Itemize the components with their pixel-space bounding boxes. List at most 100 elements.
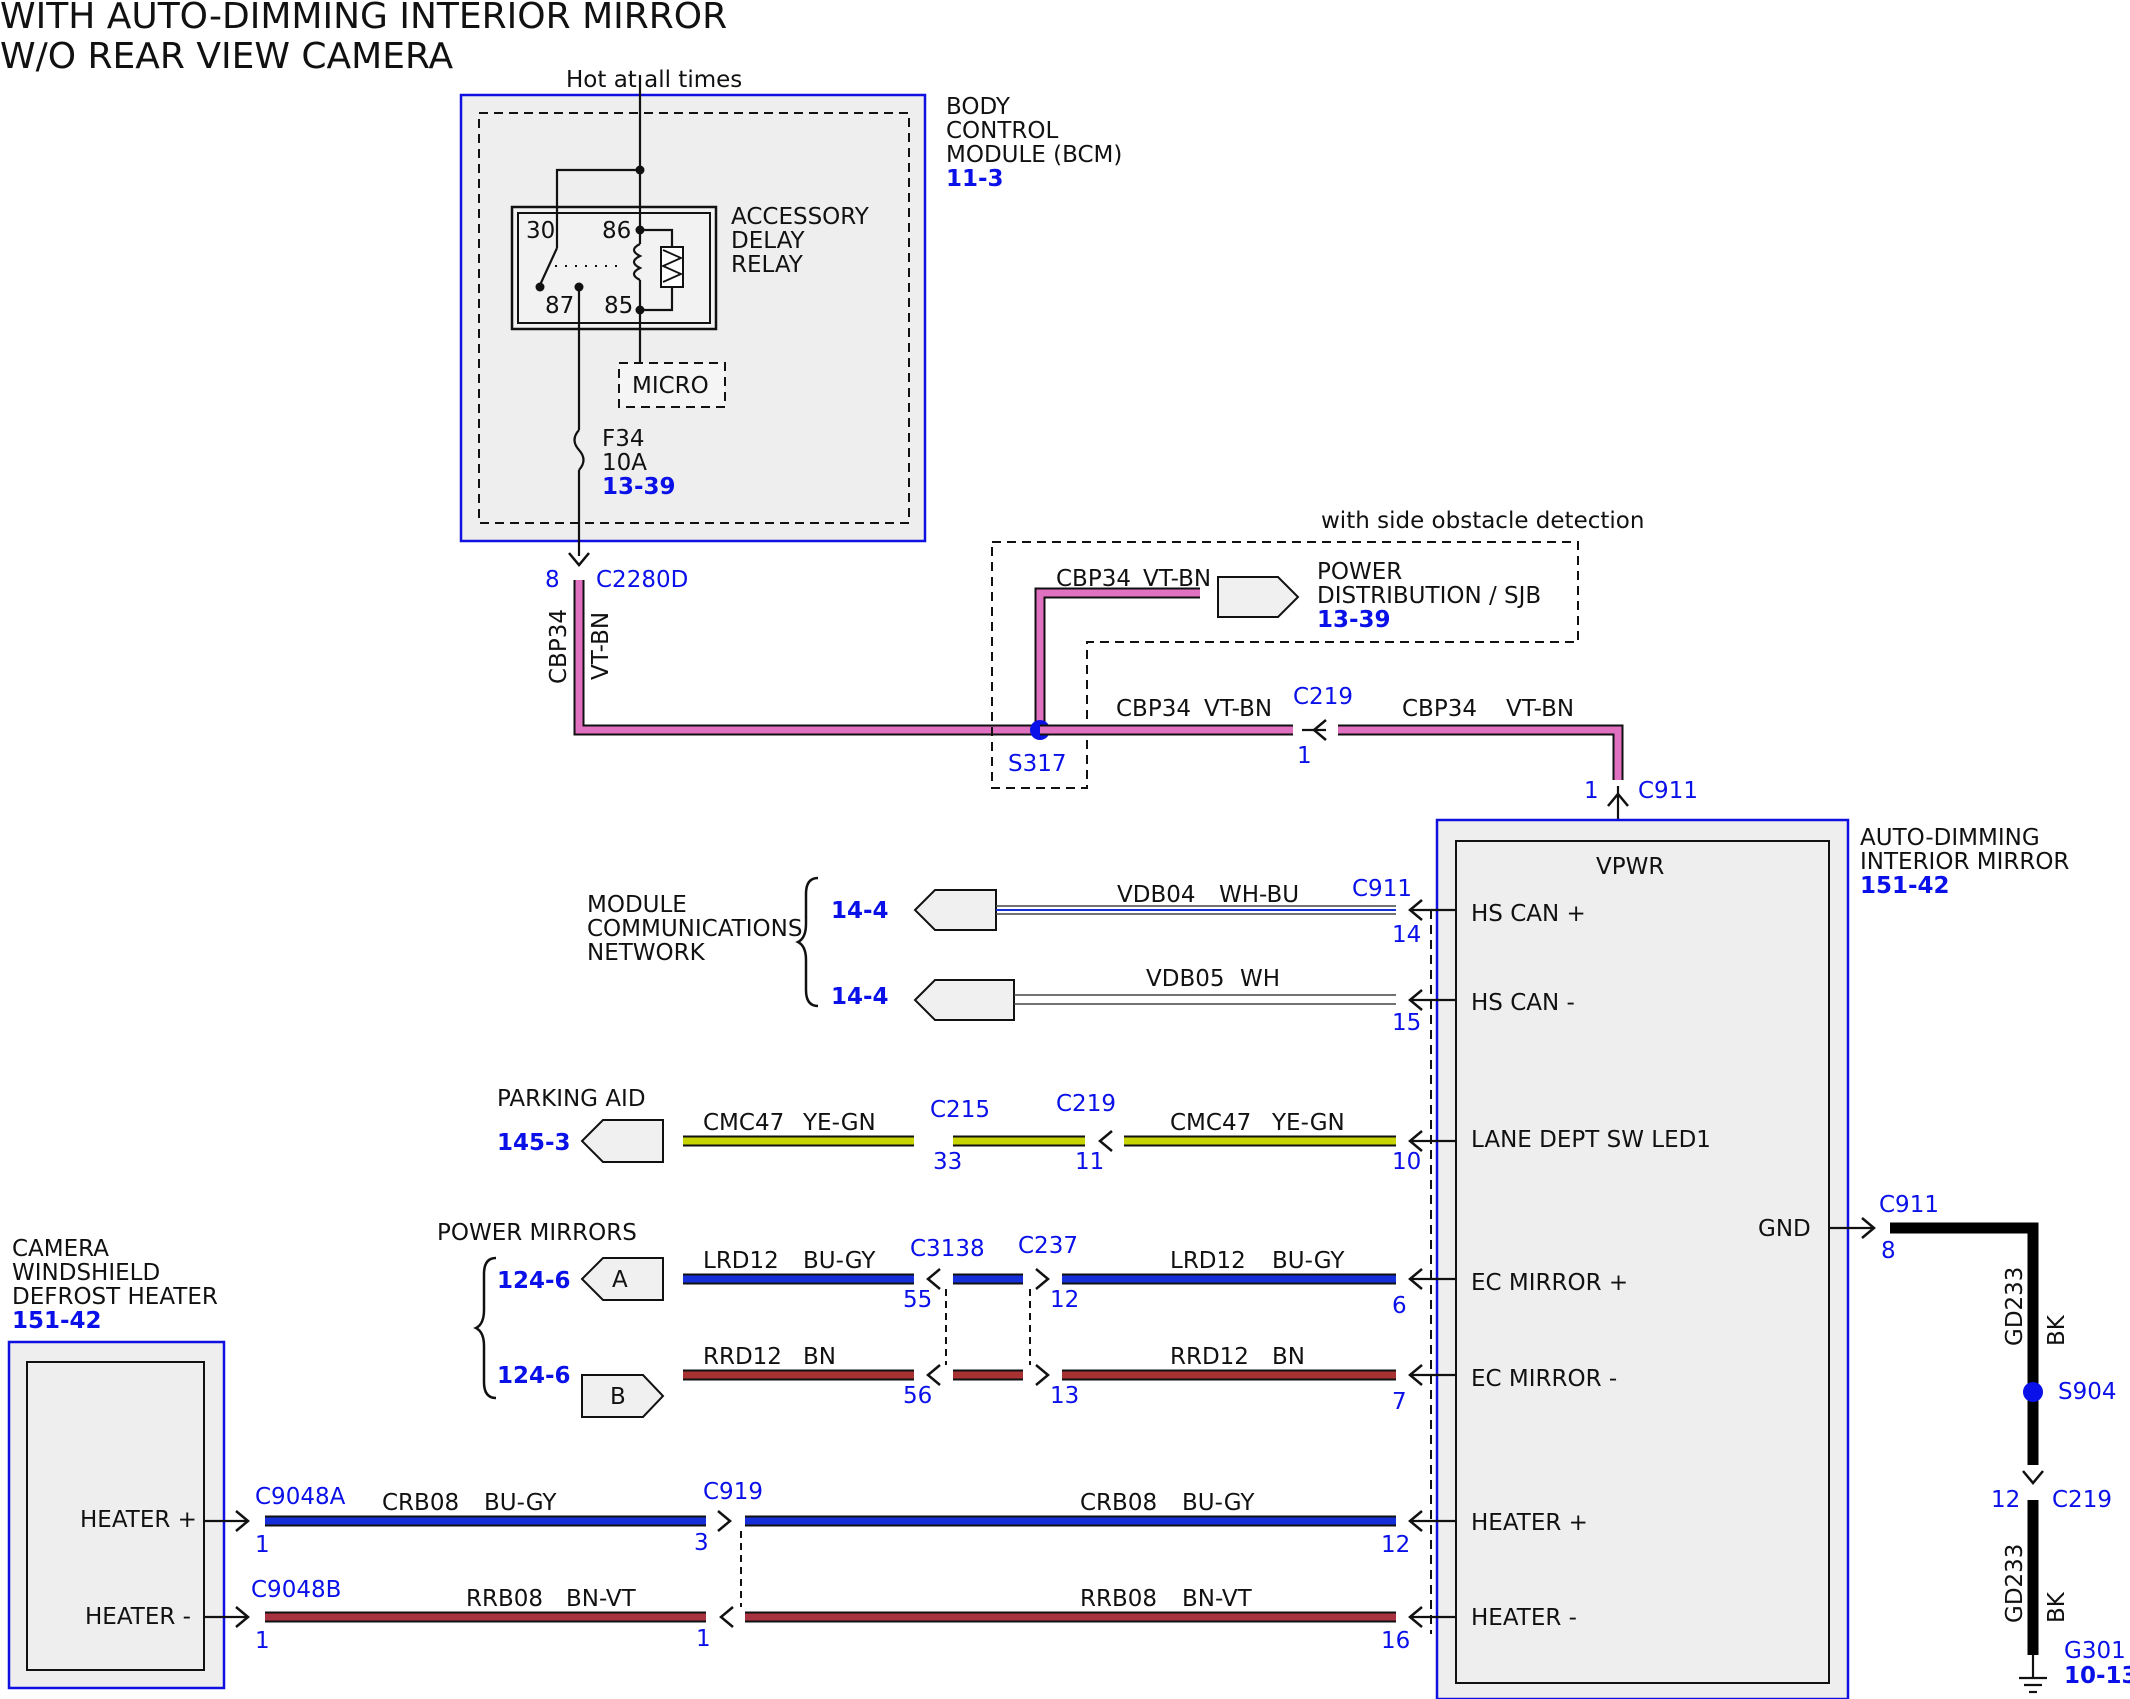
sjb-color-label: VT-BN [1143, 566, 1211, 592]
parking-aid-section: PARKING AID 145-3 CMC47 YE-GN C215 33 C2… [497, 1086, 1456, 1175]
crb08-left-circuit: CRB08 [382, 1490, 459, 1516]
relay-resistor-icon [660, 249, 684, 283]
can-l-color: WH [1240, 966, 1280, 992]
c215-id: C215 [930, 1097, 990, 1123]
c237-minus-chevron [1035, 1364, 1050, 1386]
c219-top-id: C219 [1293, 684, 1353, 710]
sjb-branch-wire [1036, 589, 1200, 730]
bcm-page-ref[interactable]: 11-3 [946, 166, 1004, 192]
c2280d-id: C2280D [596, 567, 688, 593]
can-l-source-arrow [913, 979, 1015, 1021]
power-mirror-b-arrow [581, 1374, 665, 1418]
mirror-pin-lane-dept: LANE DEPT SW LED1 [1471, 1127, 1711, 1153]
c911-gnd-id: C911 [1879, 1192, 1939, 1218]
vt-bn-wire-outline [573, 580, 1040, 736]
mirror-heater-minus-pin: 16 [1381, 1628, 1410, 1654]
power-mirrors-section: POWER MIRRORS 124-6 124-6 A B LRD12 BU-G… [437, 1220, 1456, 1418]
parking-aid-ref[interactable]: 145-3 [497, 1130, 571, 1156]
fuse-rating: 10A [602, 450, 647, 476]
hot-at-all-times-label: Hot at all times [566, 67, 742, 93]
c237-plus-pin: 12 [1050, 1287, 1079, 1313]
c3138-plus-chevron [926, 1268, 941, 1290]
side-obstacle-label: with side obstacle detection [1321, 508, 1644, 534]
c3138-minus-pin: 56 [903, 1383, 932, 1409]
c2280d-connector-chevron [568, 552, 590, 567]
lrd12-left-circuit: LRD12 [703, 1248, 779, 1274]
mirror-page-ref[interactable]: 151-42 [1860, 873, 1950, 899]
ec-minus-pin: 7 [1392, 1389, 1407, 1415]
ec-minus-chevron [1408, 1364, 1423, 1386]
rrd12-left-circuit: RRD12 [703, 1344, 782, 1370]
c919-minus-chevron [719, 1606, 734, 1628]
network-label-line2: COMMUNICATIONS [587, 916, 802, 942]
fuse-page-ref[interactable]: 13-39 [602, 474, 676, 500]
c9048a-chevron [235, 1510, 250, 1532]
can-l-pin: 15 [1392, 1010, 1421, 1036]
heater-name-line3: DEFROST HEATER [12, 1284, 218, 1310]
c919-id: C919 [703, 1479, 763, 1505]
can-h-color: WH-BU [1219, 882, 1299, 908]
relay-name-line3: RELAY [731, 252, 804, 278]
c9048a-pin: 1 [255, 1532, 270, 1558]
sjb-name-line1: POWER [1317, 559, 1402, 585]
bcm-name-line2: CONTROL [946, 118, 1059, 144]
c219-parking-chevron [1098, 1130, 1113, 1152]
heater-pin-plus: HEATER + [80, 1507, 197, 1533]
relay-pin-86: 86 [602, 218, 631, 244]
crb08-right-color: BU-GY [1182, 1490, 1255, 1516]
heater-inner-box [26, 1361, 205, 1671]
feed-color-label: VT-BN [588, 612, 614, 680]
heater-section: CAMERA WINDSHIELD DEFROST HEATER 151-42 … [7, 1236, 1456, 1690]
c219-gnd-chevron [2022, 1470, 2044, 1485]
sjb-destination-arrow [1217, 576, 1300, 618]
lane-dept-pin: 10 [1392, 1149, 1421, 1175]
c9048a-id: C9048A [255, 1484, 346, 1510]
c911-gnd-pin: 8 [1881, 1238, 1896, 1264]
network-section: MODULE COMMUNICATIONS NETWORK 14-4 14-4 … [587, 876, 1456, 1036]
relay-pin-85: 85 [604, 293, 633, 319]
heater-page-ref[interactable]: 151-42 [12, 1308, 102, 1334]
rrd12-left-color: BN [803, 1344, 836, 1370]
c219-right-color: VT-BN [1506, 696, 1574, 722]
network-brace [795, 876, 819, 1008]
bcm-inner-dashed-box [478, 112, 910, 524]
network-ref-2[interactable]: 14-4 [831, 984, 889, 1010]
power-mirrors-brace [473, 1256, 497, 1400]
fuse-icon [573, 429, 585, 471]
can-h-circuit: VDB04 [1117, 882, 1196, 908]
c219-top-pin: 1 [1297, 743, 1312, 769]
c9048b-pin: 1 [255, 1628, 270, 1654]
heater-name-line1: CAMERA [12, 1236, 109, 1262]
power-mirrors-label: POWER MIRRORS [437, 1220, 637, 1246]
cmc47-right-color: YE-GN [1271, 1110, 1345, 1136]
gd233-lower-color: BK [2044, 1591, 2070, 1623]
relay-coil-icon [632, 243, 643, 281]
gd233-upper-circuit: GD233 [2002, 1267, 2028, 1346]
lrd12-right-color: BU-GY [1272, 1248, 1345, 1274]
power-mirrors-ref-a[interactable]: 124-6 [497, 1268, 571, 1294]
mirror-pin-gnd: GND [1758, 1216, 1811, 1242]
mirror-pin-ec-mirror-minus: EC MIRROR - [1471, 1366, 1617, 1392]
can-h-pin: 14 [1392, 922, 1421, 948]
relay-name-line1: ACCESSORY [731, 204, 870, 230]
power-mirrors-ref-b[interactable]: 124-6 [497, 1363, 571, 1389]
rrd12-right-circuit: RRD12 [1170, 1344, 1249, 1370]
can-l-circuit: VDB05 [1146, 966, 1225, 992]
mirror-heater-minus-chevron [1408, 1606, 1423, 1628]
cmc47-left-color: YE-GN [802, 1110, 876, 1136]
ground-page-ref[interactable]: 10-13 [2064, 1663, 2130, 1689]
rrb08-right-color: BN-VT [1182, 1586, 1253, 1612]
vt-bn-wire [575, 580, 1040, 734]
network-ref-1[interactable]: 14-4 [831, 898, 889, 924]
c219-c911-outline [1338, 724, 1624, 780]
mirror-pin-ec-mirror-plus: EC MIRROR + [1471, 1270, 1628, 1296]
c9048b-chevron [235, 1606, 250, 1628]
fuse-id: F34 [602, 426, 645, 452]
sjb-name-line2: DISTRIBUTION / SJB [1317, 583, 1541, 609]
ground-section: C911 8 GD233 BK S904 12 C219 GD233 BK G3… [1829, 1192, 2130, 1694]
sjb-page-ref[interactable]: 13-39 [1317, 607, 1391, 633]
gd233-upper-color: BK [2044, 1314, 2070, 1346]
crb08-right-circuit: CRB08 [1080, 1490, 1157, 1516]
c919-minus-pin: 1 [696, 1626, 711, 1652]
